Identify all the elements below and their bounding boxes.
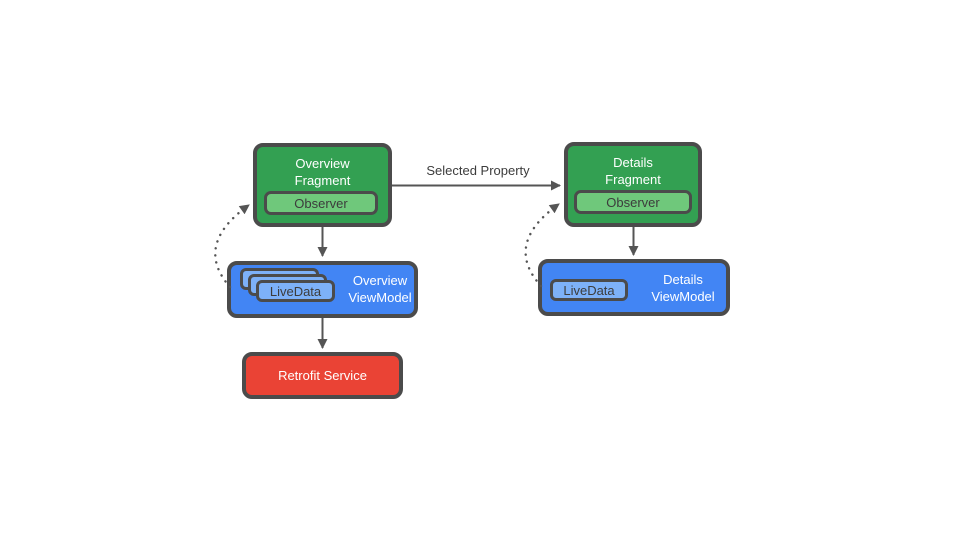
selected-property-label: Selected Property	[426, 163, 530, 178]
details-fragment-label-line1: Details	[613, 155, 653, 170]
details-observer-label: Observer	[606, 194, 660, 210]
details-viewmodel-label-line1: Details	[663, 272, 703, 287]
overview-viewmodel-label-line1: Overview	[352, 273, 408, 288]
overview-viewmodel-label-line2: ViewModel	[348, 290, 412, 305]
overview-livedata-label: LiveData	[269, 283, 322, 299]
overview-observer-badge: Observer	[264, 191, 378, 215]
details-fragment-label-line2: Fragment	[605, 171, 661, 187]
retrofit-service-node: Retrofit Service	[242, 352, 403, 399]
details-viewmodel-label: Details ViewModel	[640, 271, 726, 305]
retrofit-service-label: Retrofit Service	[278, 368, 367, 383]
details-fragment-label: Details Fragment	[568, 146, 698, 188]
details-observer-badge: Observer	[574, 190, 692, 214]
details-livedata-label: LiveData	[563, 282, 615, 298]
overview-observer-label: Observer	[294, 195, 348, 211]
details-viewmodel-label-line2: ViewModel	[651, 289, 715, 304]
details-livedata-badge: LiveData	[550, 279, 628, 301]
overview-fragment-label-line1: Overview	[295, 156, 350, 171]
overview-fragment-label-line2: Fragment	[294, 172, 351, 188]
overview-viewmodel-label: Overview ViewModel	[340, 272, 420, 306]
overview-fragment-label: Overview Fragment	[257, 147, 388, 189]
livedata-card-front: LiveData	[256, 280, 335, 302]
details-fragment-node: Details Fragment	[564, 142, 702, 227]
